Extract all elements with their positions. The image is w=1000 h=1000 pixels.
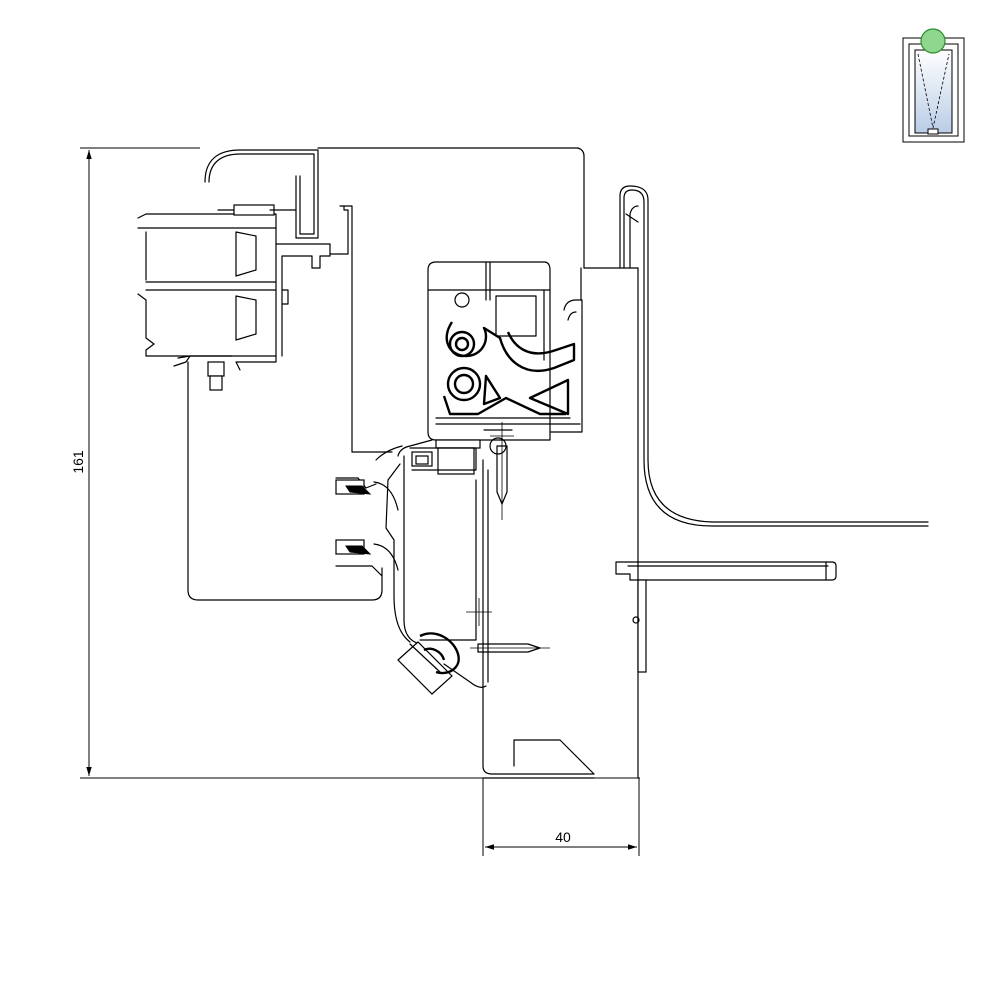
opening-indicator-lines [917, 53, 950, 129]
height-dimension-label: 161 [70, 450, 86, 474]
glass-pane [914, 49, 953, 134]
gasket-upper [335, 477, 399, 511]
height-dimension: 161 [70, 147, 640, 779]
angled-seal [397, 632, 487, 695]
handle-icon [927, 128, 939, 135]
hinge-indicator-icon [920, 28, 946, 54]
vertical-screw [490, 422, 514, 520]
roller-box-assembly [137, 204, 393, 601]
head-flashing [204, 147, 639, 301]
hardware-block [427, 261, 583, 475]
gasket-lower [335, 539, 399, 577]
width-dimension: 40 [482, 778, 640, 856]
frame-profile [375, 439, 595, 779]
horizontal-screw [470, 643, 550, 653]
width-dimension-label: 40 [555, 829, 571, 845]
window-type-thumbnail [902, 28, 965, 143]
outer-drip-clip [619, 185, 929, 779]
window-sill [615, 561, 837, 673]
